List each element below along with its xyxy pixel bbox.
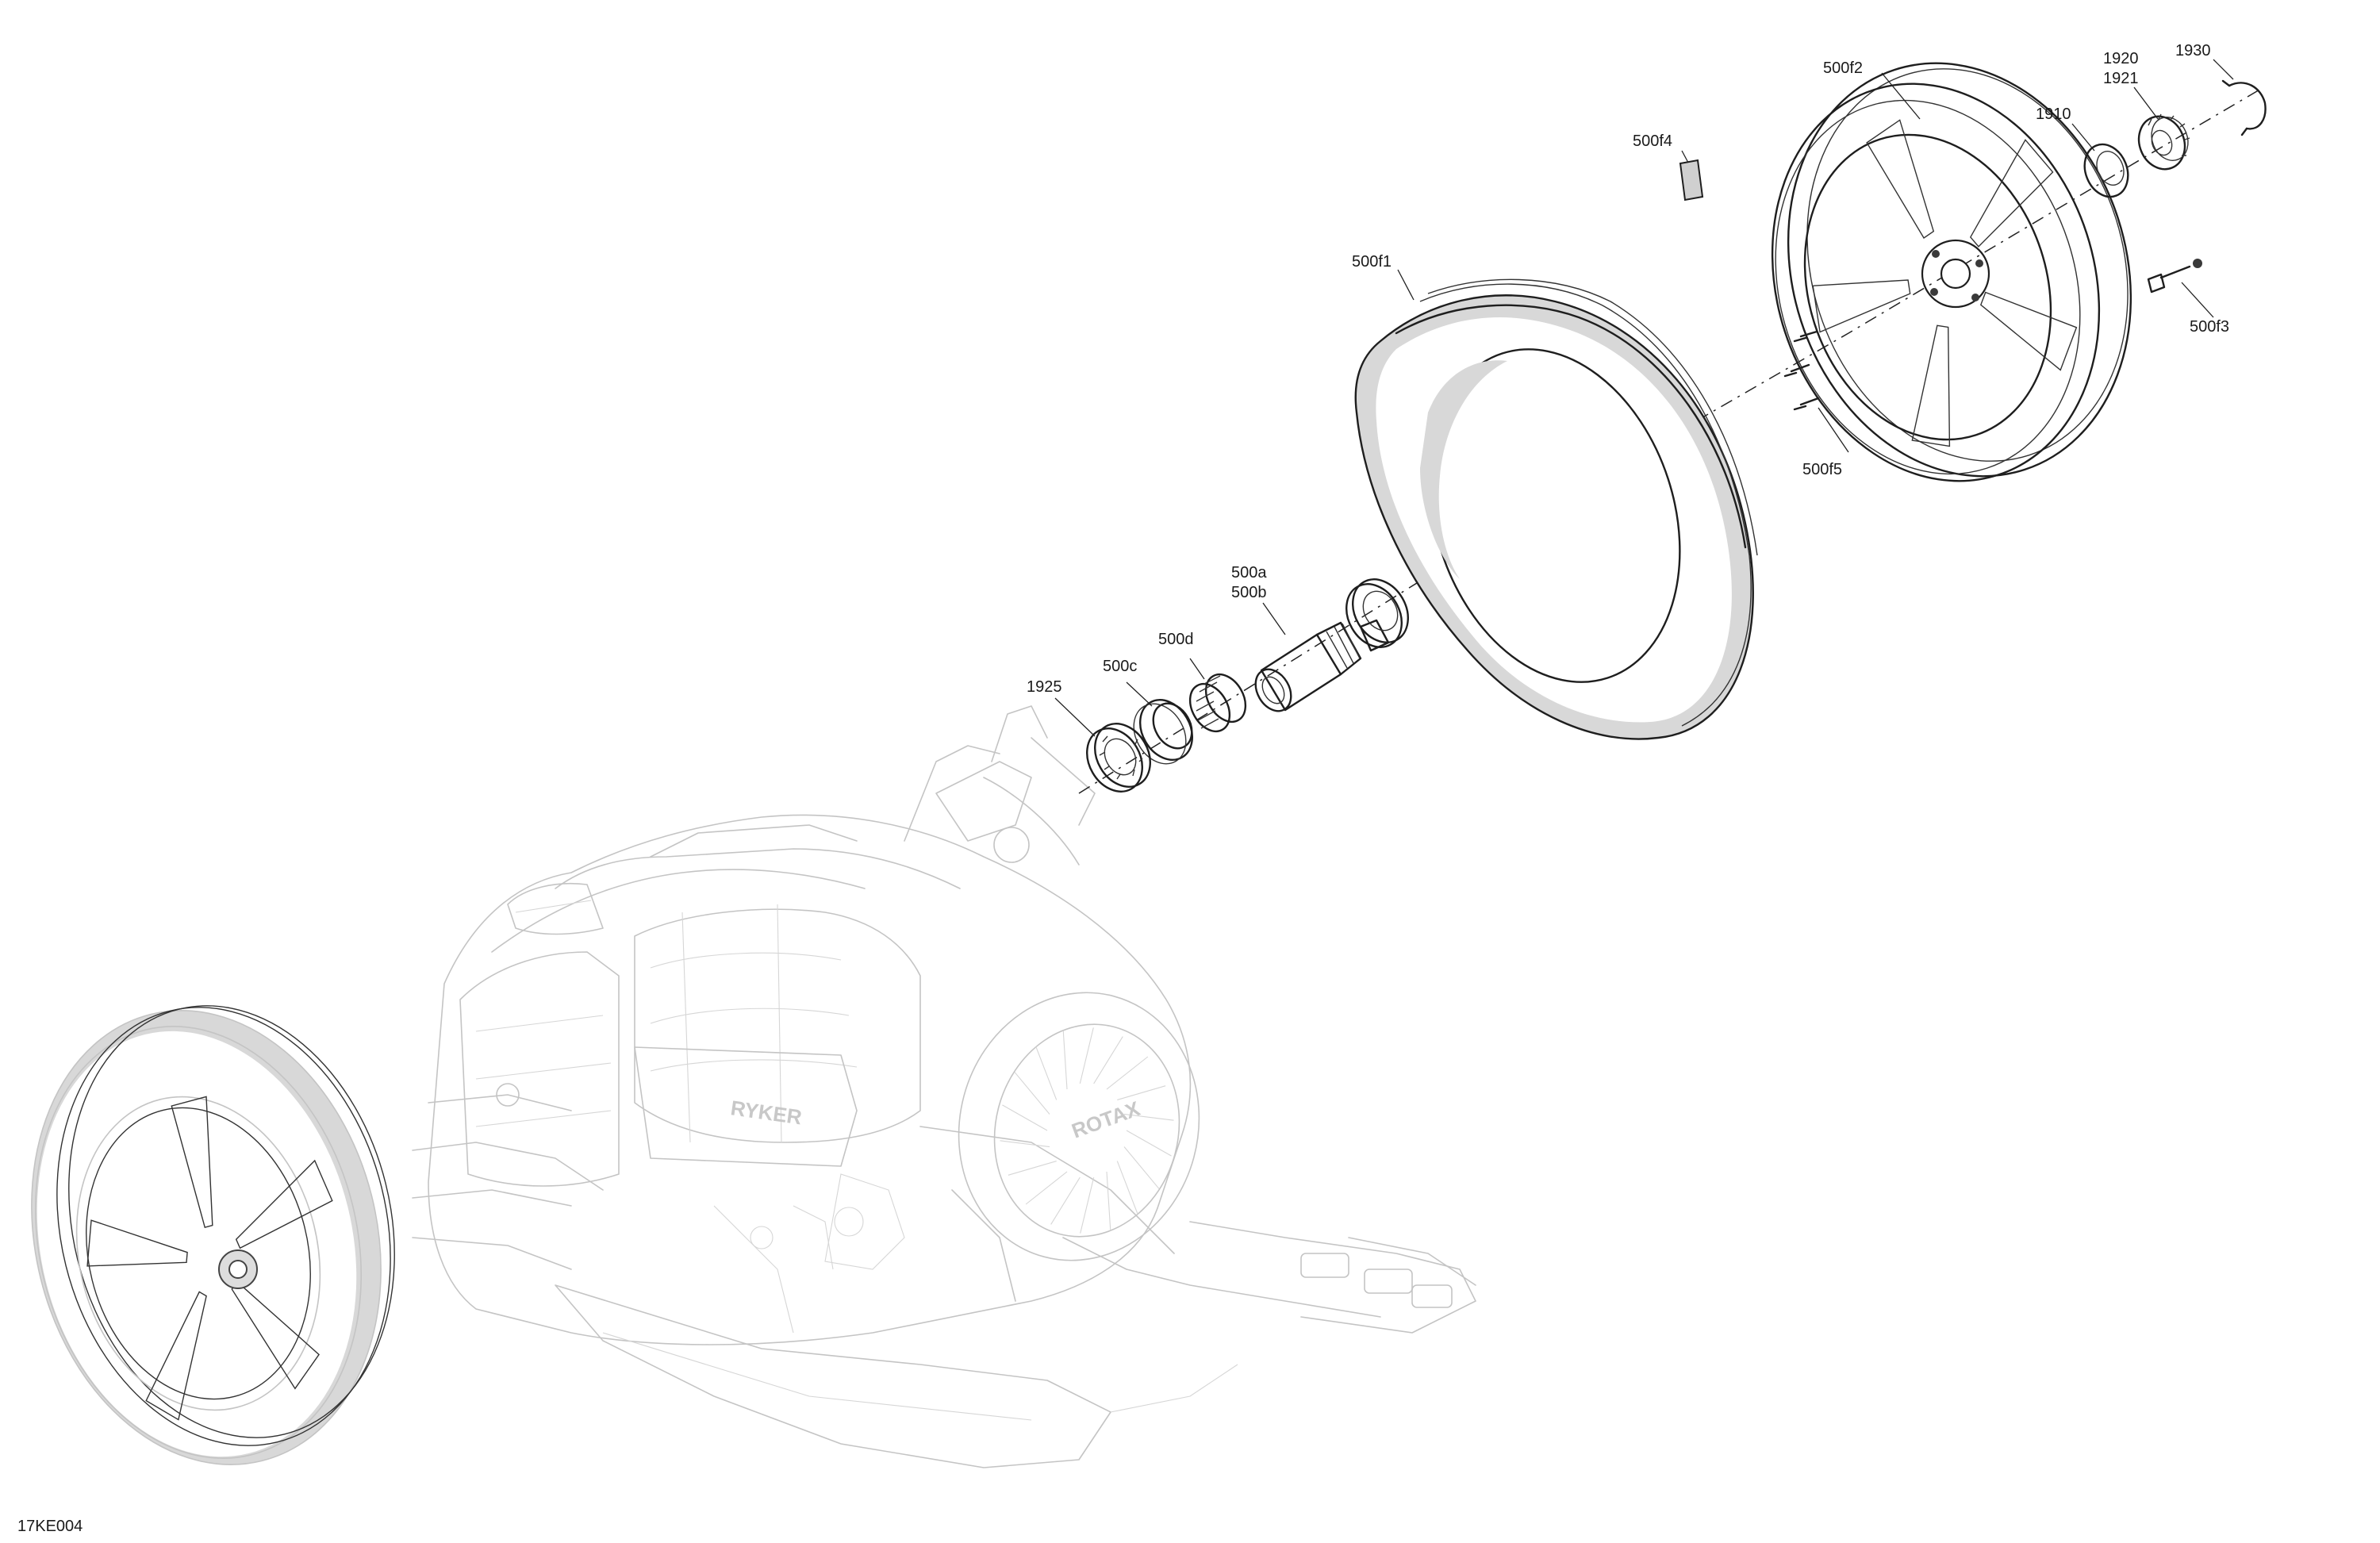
callout-1930: 1930 (2175, 42, 2211, 59)
nut-1920-1921 (2137, 113, 2190, 171)
callout-1925: 1925 (1027, 678, 1062, 696)
brand-mark-ryker: RYKER (729, 1096, 804, 1129)
bearing-1925 (1086, 723, 1151, 793)
callout-500b: 500b (1231, 584, 1267, 601)
valve-stem-500f3 (2147, 259, 2202, 294)
callout-500f1: 500f1 (1352, 253, 1392, 271)
bearing-hub-side (1345, 578, 1409, 648)
leader-lines (1054, 59, 2234, 737)
splined-bushing-500d (1188, 673, 1247, 733)
callout-500f4: 500f4 (1633, 132, 1672, 150)
assembly-axis-line (1078, 88, 2262, 794)
studs-500f5 (1783, 330, 1820, 411)
ghost-vehicle-body: RYKER (412, 705, 1476, 1468)
callout-500a: 500a (1231, 564, 1267, 582)
valve-label-500f4 (1679, 159, 1704, 202)
retaining-clip-1930 (2221, 79, 2267, 136)
tire-500f1 (1354, 278, 1758, 740)
brand-mark-rotax: ROTAX (1069, 1096, 1144, 1143)
spacer-1910 (2083, 143, 2129, 198)
callout-500d: 500d (1158, 631, 1194, 648)
callout-500f5: 500f5 (1802, 461, 1842, 478)
callout-1920: 1920 (2103, 50, 2139, 67)
drawing-number: 17KE004 (17, 1518, 83, 1535)
rim-500f2 (1771, 62, 2132, 482)
callout-500c: 500c (1103, 658, 1137, 675)
callout-labels: 500f2 1920 1921 1930 1910 500f4 500f1 50… (1027, 42, 2229, 696)
callout-1921: 1921 (2103, 70, 2139, 87)
callout-500f3: 500f3 (2190, 318, 2229, 336)
ghost-front-wheel (31, 1005, 395, 1465)
callout-500f2: 500f2 (1823, 59, 1863, 77)
callout-1910: 1910 (2036, 106, 2071, 123)
ghost-engine-cover: ROTAX (958, 992, 1200, 1261)
seal-ring-500c (1133, 699, 1193, 765)
